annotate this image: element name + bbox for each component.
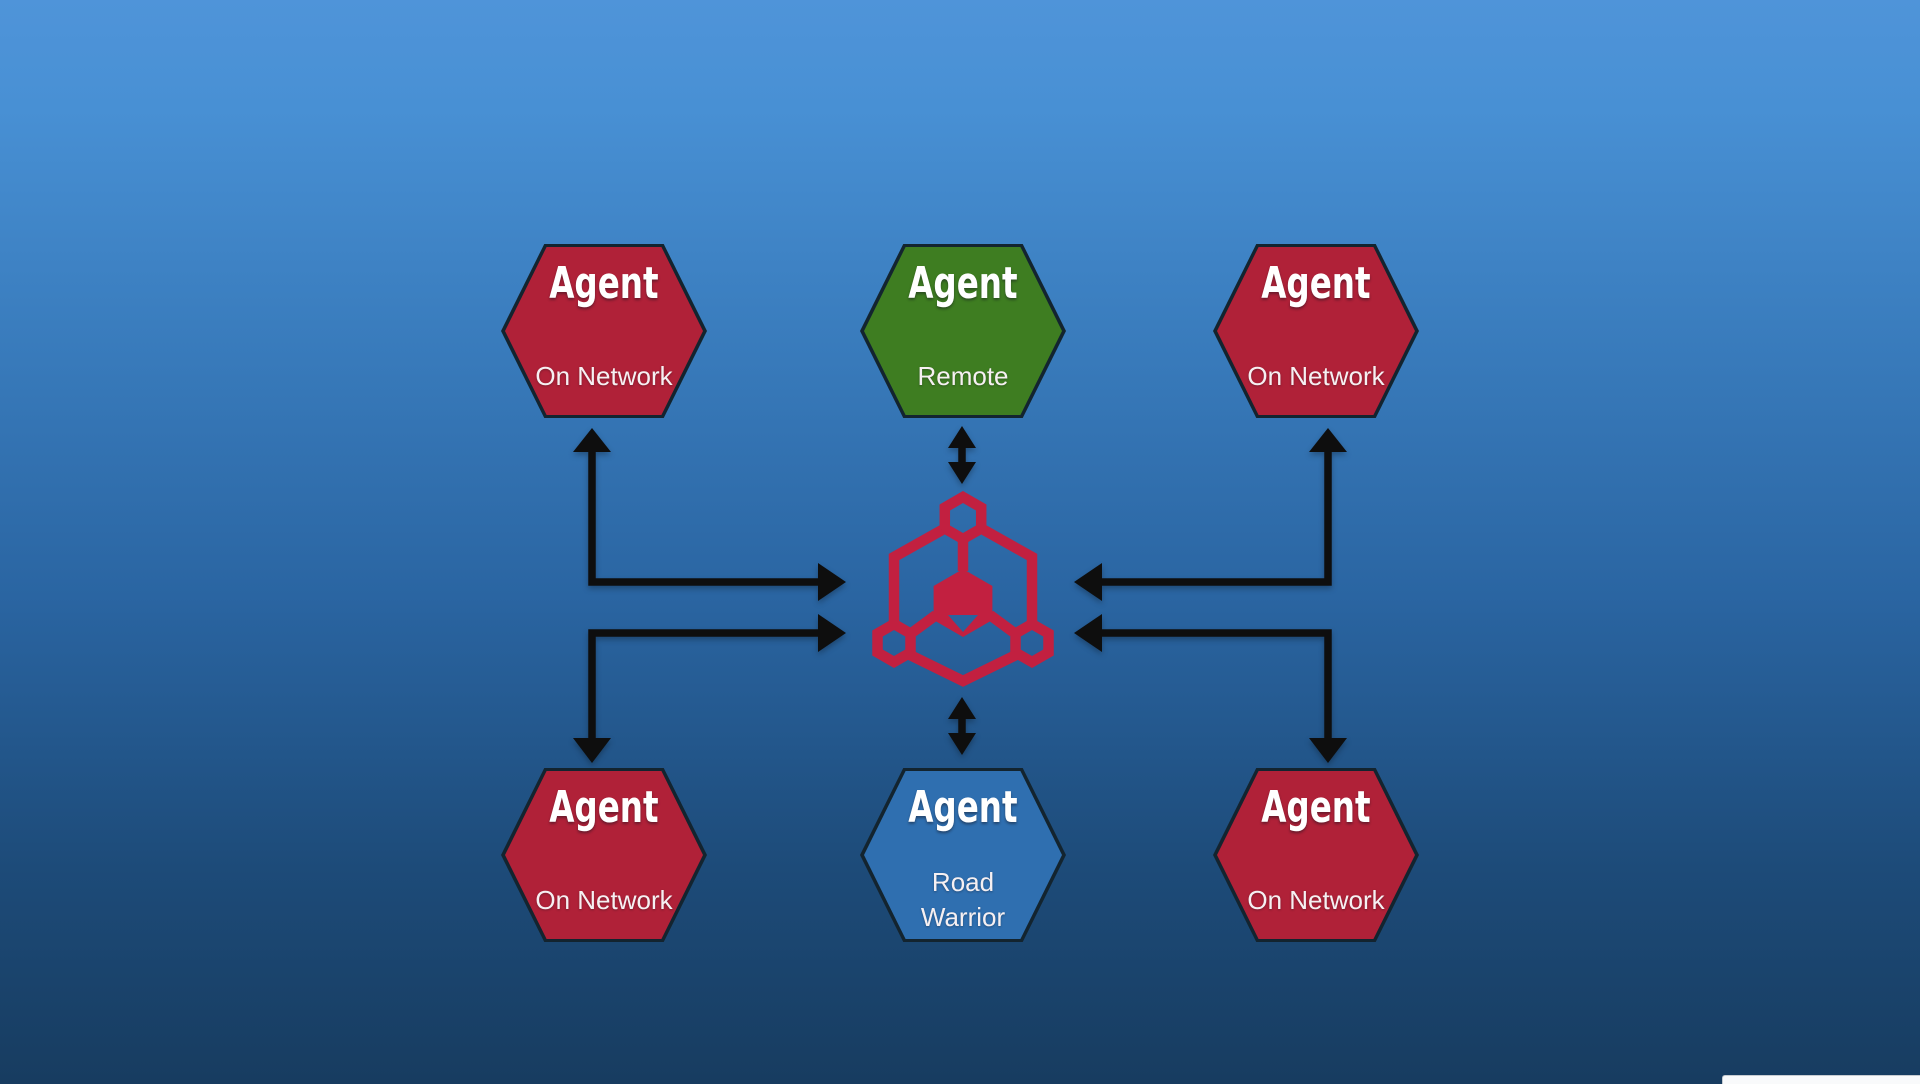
node-subtitle: On Network [1247,884,1385,915]
node-subtitle: Remote [917,360,1009,391]
hub-link-center-left [909,610,940,637]
node-fill [864,247,1062,415]
node-title: Agent [549,258,659,309]
node-agent-road-warrior: Agent Road Warrior [860,768,1066,942]
node-title: Agent [908,782,1018,833]
node-fill [505,247,703,415]
arrowheads [573,426,1347,763]
hub-link-bottom-v [907,650,1019,687]
node-title: Agent [549,782,659,833]
node-agent-bottom-left: Agent On Network [501,768,707,942]
node-fill [505,771,703,939]
hub-core [933,569,993,637]
node-agent-top-right: Agent On Network [1213,244,1419,418]
mesh-network-icon [872,491,1054,687]
node-subtitle: On Network [535,360,673,391]
node-title: Agent [1261,782,1371,833]
node-fill [864,771,1062,939]
node-subtitle: On Network [535,884,673,915]
hub-top-node [939,491,987,546]
bottom-right-white-bar [1722,1075,1920,1084]
node-title: Agent [908,258,1018,309]
edge-top-right-to-hub [1102,450,1332,586]
node-agent-remote: Agent Remote [860,244,1066,418]
node-fill [1217,771,1415,939]
edge-hub-to-bottom-right [1102,629,1332,739]
node-fill [1217,247,1415,415]
hub-bottom-left-node [872,617,916,669]
edge-hub-to-bottom-left [588,629,818,739]
hub-link-right [981,525,1038,622]
node-agent-bottom-right: Agent On Network [1213,768,1419,942]
node-title: Agent [1261,258,1371,309]
node-agent-top-left: Agent On Network [501,244,707,418]
edge-top-left-to-hub [588,450,818,586]
node-subtitle: Road Warrior [920,867,1006,932]
node-subtitle: On Network [1247,360,1385,391]
hub-bottom-right-node [1010,617,1054,669]
hub-link-center-right [986,610,1017,637]
hub-link-left [888,525,945,622]
